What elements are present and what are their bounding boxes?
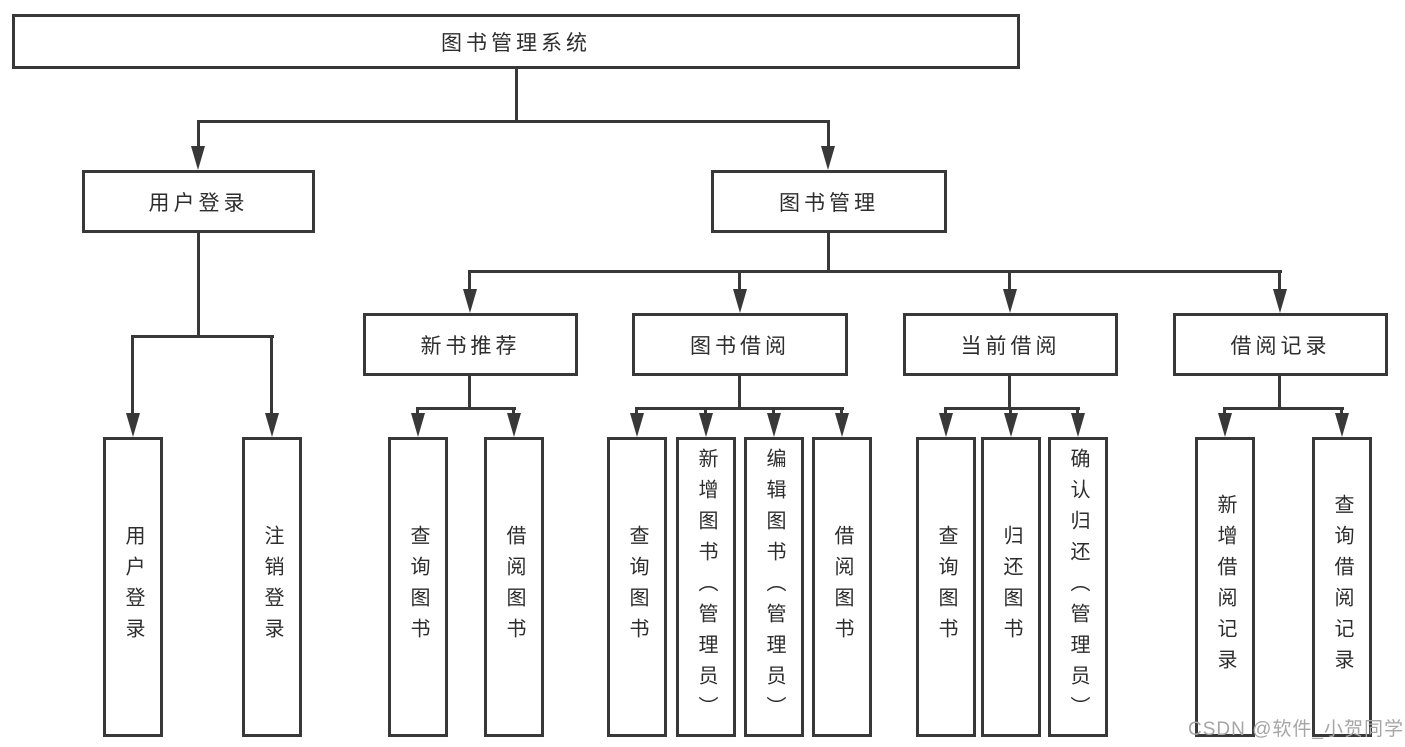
leaf-query-borrow-record: 查询借阅记录 — [1312, 437, 1372, 737]
arrowhead — [835, 413, 849, 437]
node-new-book-recommend: 新书推荐 — [363, 313, 578, 376]
connector-line — [944, 407, 947, 417]
leaf-query-books-current-label: 查询图书 — [935, 525, 957, 649]
connector-line — [515, 68, 518, 121]
connector-line — [738, 376, 741, 410]
leaf-query-books-recommend: 查询图书 — [388, 437, 448, 737]
connector-line — [1009, 407, 1012, 417]
connector-line — [827, 233, 830, 273]
connector-line — [131, 335, 274, 338]
arrowhead — [1003, 289, 1017, 313]
leaf-query-books-borrow-label: 查询图书 — [626, 525, 648, 649]
arrowhead — [767, 413, 781, 437]
arrowhead — [1071, 413, 1085, 437]
leaf-borrow-books-recommend: 借阅图书 — [484, 437, 544, 737]
connector-line — [944, 407, 1080, 410]
connector-line — [468, 270, 1282, 273]
arrowhead — [821, 146, 835, 170]
leaf-user-login: 用户登录 — [103, 437, 163, 737]
arrowhead — [463, 289, 477, 313]
connector-line — [197, 233, 200, 337]
connector-line — [1278, 270, 1281, 293]
arrowhead — [126, 413, 140, 437]
node-book-management-label: 图书管理 — [779, 191, 879, 215]
leaf-add-borrow-record-label: 新增借阅记录 — [1214, 494, 1236, 680]
connector-line — [827, 120, 830, 152]
connector-line — [635, 407, 638, 417]
leaf-query-books-current: 查询图书 — [916, 437, 976, 737]
arrowhead — [1335, 413, 1349, 437]
node-current-borrow-label: 当前借阅 — [960, 334, 1061, 358]
leaf-logout-label: 注销登录 — [261, 525, 283, 649]
connector-line — [1340, 407, 1343, 417]
connector-line — [1076, 407, 1079, 417]
connector-line — [131, 335, 134, 417]
connector-line — [1008, 270, 1011, 293]
node-book-borrow: 图书借阅 — [632, 313, 848, 376]
leaf-return-book-label: 归还图书 — [1000, 525, 1022, 649]
connector-line — [1223, 407, 1226, 417]
leaf-add-borrow-record: 新增借阅记录 — [1195, 437, 1255, 737]
connector-line — [1223, 407, 1344, 410]
leaf-borrow-books: 借阅图书 — [812, 437, 872, 737]
node-user-login-label: 用户登录 — [148, 191, 249, 215]
leaf-edit-book-admin: 编辑图书（管理员） — [744, 437, 804, 737]
connector-line — [468, 270, 471, 293]
connector-line — [1008, 376, 1011, 410]
connector-line — [635, 407, 844, 410]
connector-line — [738, 270, 741, 293]
connector-line — [416, 407, 516, 410]
connector-line — [772, 407, 775, 417]
leaf-edit-book-admin-label: 编辑图书（管理员） — [763, 447, 785, 727]
leaf-return-book: 归还图书 — [981, 437, 1041, 737]
node-book-borrow-label: 图书借阅 — [690, 334, 790, 358]
arrowhead — [411, 413, 425, 437]
connector-line — [704, 407, 707, 417]
leaf-query-borrow-record-label: 查询借阅记录 — [1331, 494, 1353, 680]
node-borrow-records-label: 借阅记录 — [1230, 334, 1331, 358]
arrowhead — [1273, 289, 1287, 313]
node-borrow-records: 借阅记录 — [1173, 313, 1388, 376]
node-current-borrow: 当前借阅 — [903, 313, 1118, 376]
arrowhead — [699, 413, 713, 437]
leaf-borrow-books-label: 借阅图书 — [831, 525, 853, 649]
connector-line — [840, 407, 843, 417]
leaf-logout: 注销登录 — [242, 437, 302, 737]
connector-line — [1278, 376, 1281, 410]
leaf-confirm-return-admin-label: 确认归还（管理员） — [1067, 447, 1089, 727]
connector-line — [270, 335, 273, 417]
arrowhead — [1218, 413, 1232, 437]
leaf-user-login-label: 用户登录 — [122, 525, 144, 649]
connector-line — [197, 120, 200, 152]
connector-line — [512, 407, 515, 417]
node-root-label: 图书管理系统 — [441, 31, 591, 55]
arrowhead — [733, 289, 747, 313]
arrowhead — [191, 146, 205, 170]
arrowhead — [1004, 413, 1018, 437]
arrowhead — [939, 413, 953, 437]
arrowhead — [630, 413, 644, 437]
node-new-book-recommend-label: 新书推荐 — [420, 334, 521, 358]
connector-line — [197, 120, 830, 123]
connector-line — [416, 407, 419, 417]
node-user-login: 用户登录 — [82, 170, 315, 233]
leaf-add-book-admin-label: 新增图书（管理员） — [695, 447, 717, 727]
leaf-query-books-borrow: 查询图书 — [607, 437, 667, 737]
watermark: CSDN @软件_小贺同学 — [1188, 719, 1404, 740]
arrowhead — [507, 413, 521, 437]
leaf-query-books-recommend-label: 查询图书 — [407, 525, 429, 649]
leaf-confirm-return-admin: 确认归还（管理员） — [1048, 437, 1108, 737]
connector-line — [468, 376, 471, 410]
arrowhead — [265, 413, 279, 437]
leaf-add-book-admin: 新增图书（管理员） — [676, 437, 736, 737]
leaf-borrow-books-recommend-label: 借阅图书 — [503, 525, 525, 649]
node-root: 图书管理系统 — [12, 14, 1020, 69]
node-book-management: 图书管理 — [711, 170, 947, 233]
